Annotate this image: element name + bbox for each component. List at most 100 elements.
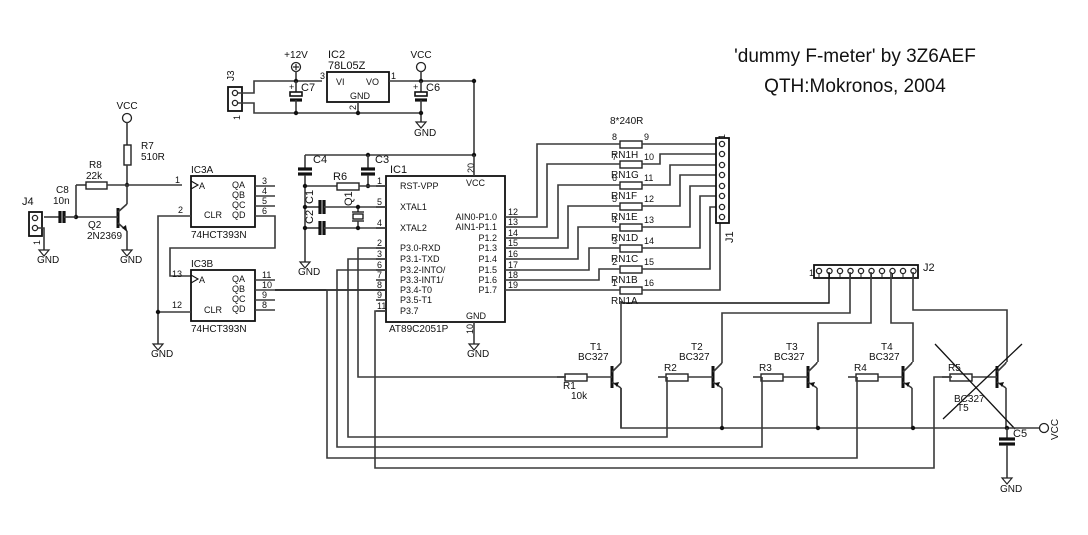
j1-pin xyxy=(718,161,726,169)
svg-text:15: 15 xyxy=(644,257,654,267)
j2-pin xyxy=(815,267,823,275)
svg-text:2: 2 xyxy=(612,257,617,267)
svg-text:4: 4 xyxy=(262,186,267,196)
svg-text:10: 10 xyxy=(644,152,654,162)
svg-text:GND: GND xyxy=(467,349,489,360)
ic1-pin-name: P3.3-INT1/ xyxy=(400,275,444,285)
ic1-pin-num: 18 xyxy=(508,270,518,280)
crystal-q1 xyxy=(352,213,364,220)
ic1-pin-name: P1.3 xyxy=(478,243,497,253)
svg-text:BC327: BC327 xyxy=(774,352,805,363)
rn1-section-ref: RN1C xyxy=(611,254,638,265)
j1-pin xyxy=(718,171,726,179)
svg-text:10: 10 xyxy=(465,324,475,334)
j2-pin xyxy=(878,267,886,275)
svg-text:GND: GND xyxy=(151,349,173,360)
rn1-section xyxy=(619,286,643,295)
j3-pin-2 xyxy=(231,89,239,97)
ic2-ref: IC2 xyxy=(328,49,345,61)
svg-text:1: 1 xyxy=(809,268,814,278)
gnd-symbol xyxy=(414,121,428,129)
ic1-pin-name: P3.1-TXD xyxy=(400,254,440,264)
rn1-section xyxy=(619,223,643,232)
ic1-pin-name: XTAL2 xyxy=(400,223,427,233)
ic1-pin-num: 13 xyxy=(508,217,518,227)
svg-text:9: 9 xyxy=(644,132,649,142)
resistor-r2 xyxy=(665,373,689,382)
ic1-pin-name: P3.2-INTO/ xyxy=(400,265,446,275)
ic1-pin-name: P3.0-RXD xyxy=(400,243,441,253)
input-stage: VCC R7 510R R8 22k GND Q2 2N2369 C8 10n xyxy=(22,101,182,266)
svg-text:GND: GND xyxy=(298,267,320,278)
ic1-pin-name: P3.5-T1 xyxy=(400,295,432,305)
title-line-1: 'dummy F-meter' by 3Z6AEF xyxy=(734,46,976,67)
rn1-section-ref: RN1G xyxy=(611,170,639,181)
svg-text:1: 1 xyxy=(32,240,42,245)
resistor-r4 xyxy=(855,373,879,382)
svg-text:T5: T5 xyxy=(957,403,969,414)
rn1-section-ref: RN1A xyxy=(611,296,638,307)
svg-text:VCC: VCC xyxy=(116,101,137,112)
rn1-section xyxy=(619,265,643,274)
resistor-r1 xyxy=(564,373,588,382)
svg-text:3: 3 xyxy=(612,236,617,246)
svg-text:14: 14 xyxy=(644,236,654,246)
svg-text:A: A xyxy=(199,275,205,285)
rn1-section-ref: RN1B xyxy=(611,275,638,286)
svg-text:6: 6 xyxy=(612,173,617,183)
svg-text:5: 5 xyxy=(262,196,267,206)
oscillator-reset: C4 C3 R6 C1 C2 Q1 GND xyxy=(298,152,477,278)
svg-text:R4: R4 xyxy=(854,363,867,374)
svg-text:VI: VI xyxy=(336,77,345,87)
ic1-pin-num: 7 xyxy=(377,270,382,280)
ic1-pin-name: P1.4 xyxy=(478,254,497,264)
ic1-pin-num: 8 xyxy=(377,280,382,290)
ic1-pin-num: 3 xyxy=(377,249,382,259)
svg-text:1: 1 xyxy=(391,71,396,81)
ic1-pin-name: P1.7 xyxy=(478,285,497,295)
svg-text:T2: T2 xyxy=(691,342,703,353)
ic1-pin-num: 4 xyxy=(377,218,382,228)
rn1-section-ref: RN1D xyxy=(611,233,638,244)
ic1-pin-name: P1.5 xyxy=(478,265,497,275)
title-line-2: QTH:Mokronos, 2004 xyxy=(764,76,946,97)
svg-text:2: 2 xyxy=(178,205,183,215)
svg-text:GND: GND xyxy=(466,311,487,321)
svg-text:+: + xyxy=(413,82,418,92)
svg-text:5: 5 xyxy=(612,194,617,204)
svg-text:1: 1 xyxy=(612,278,617,288)
svg-text:QB: QB xyxy=(232,190,245,200)
svg-text:VCC: VCC xyxy=(1050,419,1061,440)
r1-value: 10k xyxy=(571,391,588,402)
svg-text:A: A xyxy=(199,181,205,191)
c6-plate-pos xyxy=(414,91,428,97)
j1-pin xyxy=(718,213,726,221)
svg-text:C1: C1 xyxy=(304,190,316,204)
ic1-pin-name: XTAL1 xyxy=(400,202,427,212)
svg-text:GND: GND xyxy=(37,255,59,266)
rn1-section-ref: RN1F xyxy=(611,191,637,202)
vcc-symbol-input xyxy=(121,112,133,124)
svg-text:2: 2 xyxy=(348,105,358,110)
svg-text:QA: QA xyxy=(232,274,245,284)
c7-ref: C7 xyxy=(301,82,315,94)
svg-text:BC327: BC327 xyxy=(954,394,985,405)
ic1-pin-name: AIN1-P1.1 xyxy=(455,222,497,232)
svg-text:C3: C3 xyxy=(375,154,389,166)
ic1-pin-num: 2 xyxy=(377,238,382,248)
svg-text:12: 12 xyxy=(644,194,654,204)
svg-text:8: 8 xyxy=(612,132,617,142)
ic1-pin-num: 1 xyxy=(377,176,382,186)
vcc-symbol-top xyxy=(415,61,427,73)
j2-connector: J2 1 xyxy=(809,262,935,279)
svg-text:IC1: IC1 xyxy=(390,164,407,176)
svg-text:8: 8 xyxy=(262,300,267,310)
svg-text:GND: GND xyxy=(120,255,142,266)
svg-text:74HCT393N: 74HCT393N xyxy=(191,230,247,241)
ic1-pin-num: 14 xyxy=(508,228,518,238)
